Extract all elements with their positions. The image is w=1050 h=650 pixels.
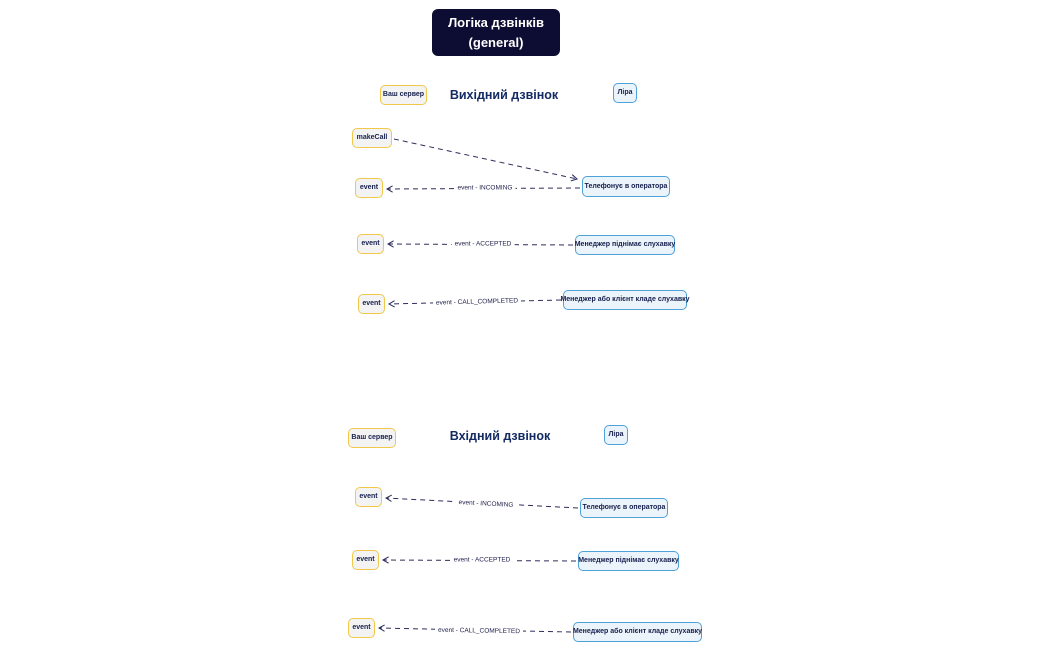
action-node-pickup-2[interactable]: Менеджер піднімає слухавку [578, 551, 679, 571]
action-node-hangup-2[interactable]: Менеджер або клієнт кладе слухавку [573, 622, 702, 642]
makecall-node[interactable]: makeCall [352, 128, 392, 148]
event-node-incoming-2[interactable]: event [355, 487, 382, 507]
action-node-operator-2[interactable]: Телефонує в оператора [580, 498, 668, 518]
connector-label-accepted-1: event - ACCEPTED [451, 240, 515, 248]
section-incoming-heading: Вхідний дзвінок [449, 429, 551, 443]
provider-node-outgoing[interactable]: Ліра [613, 83, 637, 103]
section-outgoing-heading: Вихідний дзвінок [449, 88, 559, 102]
event-node-completed-1[interactable]: event [358, 294, 385, 314]
server-node-incoming[interactable]: Ваш сервер [348, 428, 396, 448]
connector-label-incoming-1: event - INCOMING [454, 184, 516, 192]
action-node-operator-1[interactable]: Телефонує в оператора [582, 176, 670, 197]
connector-makecall-to-operator [393, 138, 579, 182]
diagram-title: Логіка дзвінків (general) [432, 9, 560, 56]
event-node-accepted-2[interactable]: event [352, 550, 379, 570]
provider-node-incoming[interactable]: Ліра [604, 425, 628, 445]
action-node-pickup-1[interactable]: Менеджер піднімає слухавку [575, 235, 675, 255]
event-node-completed-2[interactable]: event [348, 618, 375, 638]
connector-callcompleted-1 [387, 299, 562, 308]
connector-label-accepted-2: event - ACCEPTED [450, 556, 514, 564]
event-node-accepted-1[interactable]: event [357, 234, 384, 254]
server-node-outgoing[interactable]: Ваш сервер [380, 85, 427, 105]
action-node-hangup-1[interactable]: Менеджер або клієнт кладе слухавку [560, 290, 690, 310]
event-node-incoming-1[interactable]: event [355, 178, 383, 198]
